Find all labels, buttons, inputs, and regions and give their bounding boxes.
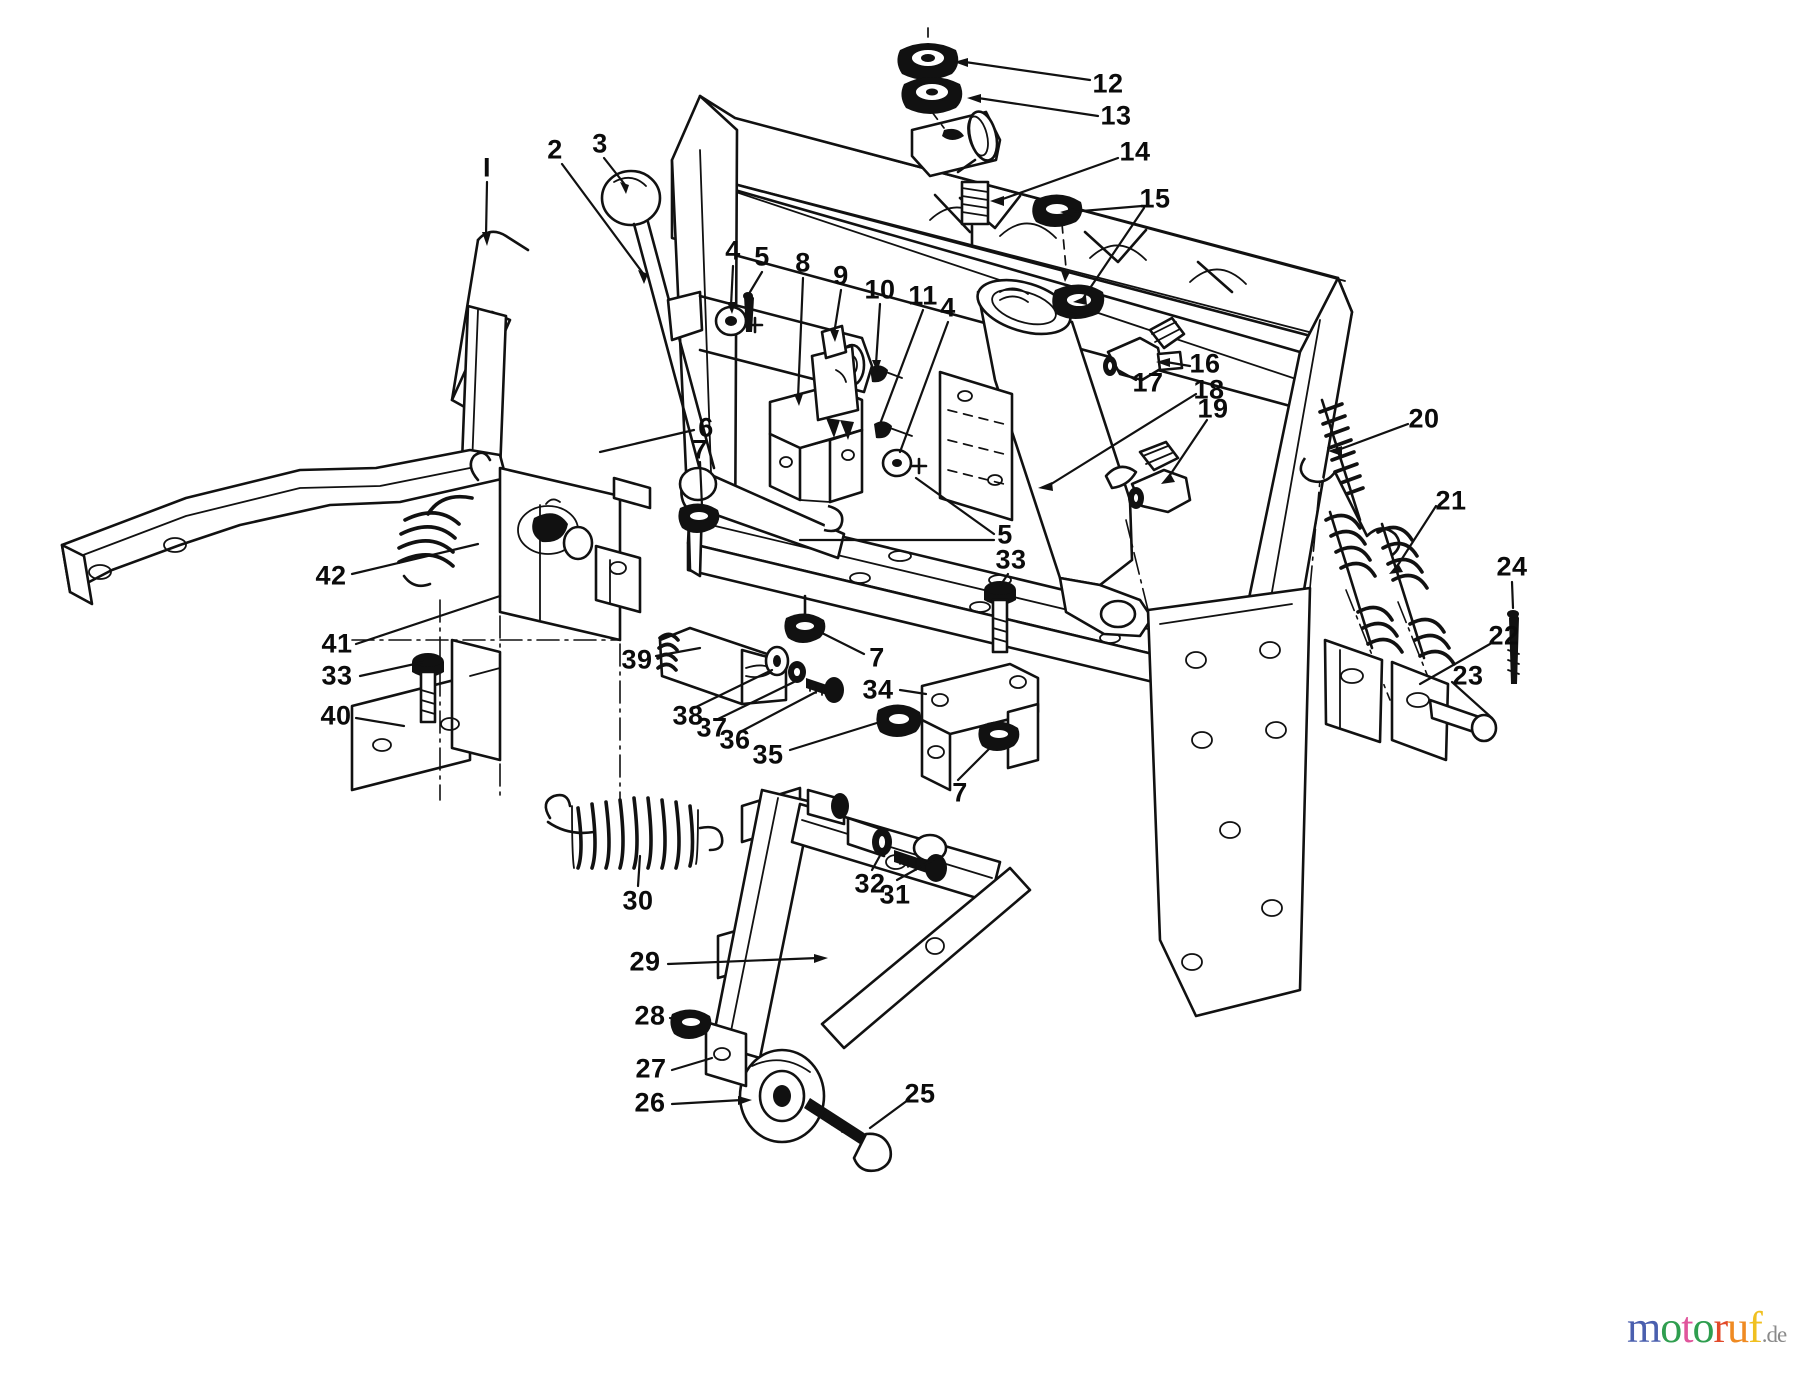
callout-17: 17 [1132,367,1164,398]
callout-23: 23 [1452,660,1484,691]
callout-2: 2 [547,134,563,165]
watermark-suffix: .de [1761,1322,1787,1347]
part-12-nut [897,43,959,80]
left-side-plate [498,466,652,801]
callout-4a: 4 [725,235,741,266]
leader-lines [350,58,1515,1130]
callout-7a: 7 [692,434,708,465]
watermark-letter-o1: o [1660,1303,1682,1352]
part-4b-washer [881,448,928,478]
callout-38: 38 [672,700,704,731]
part-9-switch [810,324,860,440]
watermark-motoruf: motoruf.de [1627,1303,1787,1352]
lift-cylinder [976,278,1154,638]
callout-42: 42 [315,560,347,591]
callout-5b: 5 [997,519,1013,550]
callout-29: 29 [629,946,661,977]
callout-6: 6 [698,412,714,443]
part-21-spring-b [1376,522,1456,713]
part-10-screw [870,365,903,383]
part-34-bracket [920,662,1040,792]
callout-14: 14 [1119,136,1151,167]
part-36-bolt [806,677,844,703]
callout-16: 16 [1189,348,1221,379]
part-21-spring-a [1324,510,1404,701]
part-30-spring [544,793,724,870]
part-5-pin [743,292,754,332]
bottom-lift-arm [670,786,1032,1173]
watermark-letter-u: u [1727,1303,1749,1352]
watermark-letter-m: m [1627,1303,1661,1352]
part-33-bolt-left [412,653,444,724]
callout-25: 25 [904,1078,936,1109]
callout-18: 18 [1193,374,1225,405]
callout-41: 41 [321,628,353,659]
callout-36: 36 [719,724,751,755]
part-24-bolt [1507,610,1520,684]
callout-7b: 7 [869,642,885,673]
part-7-nut-upper-left [678,503,720,533]
callout-22: 22 [1488,620,1520,651]
callout-1: I [482,152,492,183]
part-28-nut [670,1009,712,1039]
part-25-bolt [804,1098,893,1173]
part-20-spring-rod [1299,398,1401,558]
part-13-bushing-tube [910,110,1002,178]
callout-39: 39 [621,644,653,675]
callout-15: 15 [1139,183,1171,214]
part-33-bolt-center [984,581,1016,654]
part-7-nut-right [978,721,1020,751]
callout-35: 35 [752,739,784,770]
handle-lever-assembly [60,169,874,606]
right-deck-plate [1125,479,1321,1018]
callout-34: 34 [862,674,894,705]
callout-3: 3 [592,128,608,159]
callout-7c: 7 [952,777,968,808]
callout-9: 9 [833,260,849,291]
callout-33a: 33 [995,544,1027,575]
callout-10: 10 [864,274,896,305]
callout-40: 40 [320,700,352,731]
callout-5a: 5 [754,241,770,272]
callout-31: 31 [879,879,911,910]
spring-stack-upper [956,158,990,246]
callout-8: 8 [795,247,811,278]
part-38-washer [764,645,790,677]
callout-21: 21 [1435,485,1467,516]
part-22-brackets [1323,638,1498,762]
watermark-letter-f: f [1748,1303,1763,1352]
part-35-nut [876,704,922,737]
callout-4b: 4 [940,292,956,323]
callout-24: 24 [1496,551,1528,582]
callout-33b: 33 [321,660,353,691]
part-11-screw [874,421,913,439]
callout-26: 26 [634,1087,666,1118]
callout-32: 32 [854,868,886,899]
callout-28: 28 [634,1000,666,1031]
callout-11: 11 [908,280,938,311]
callout-19: 19 [1197,393,1229,424]
part-19-fitting [1104,440,1192,514]
callout-20: 20 [1408,403,1440,434]
callout-37: 37 [696,712,728,743]
part-7-nut-center [784,594,826,643]
callout-30: 30 [622,885,654,916]
part-13-nut [901,77,963,114]
callout-27: 27 [635,1053,667,1084]
callout-12: 12 [1092,68,1124,99]
watermark-letter-r: r [1713,1303,1728,1352]
callout-13: 13 [1100,100,1132,131]
watermark-letter-o2: o [1692,1303,1714,1352]
center-mount-plate [938,370,1014,522]
part-37-spacer [788,661,806,683]
watermark-letter-t: t [1681,1303,1693,1352]
